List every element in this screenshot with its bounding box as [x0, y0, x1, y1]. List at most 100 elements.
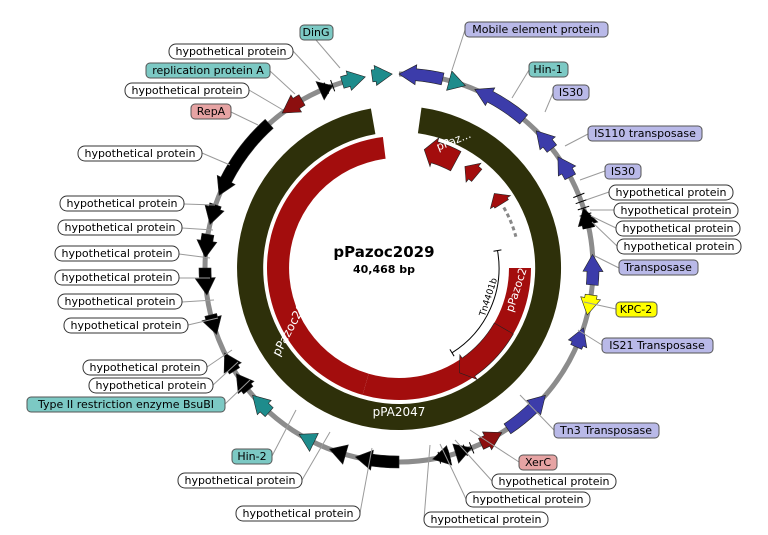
svg-text:XerC: XerC [525, 456, 551, 469]
inner-ring-dashed [502, 206, 518, 238]
feature-tick [236, 149, 248, 158]
gene-arrow [298, 433, 319, 453]
svg-text:hypothetical protein: hypothetical protein [623, 240, 734, 253]
svg-text:hypothetical protein: hypothetical protein [131, 84, 242, 97]
gene-label-hypothetical-protein: hypothetical protein [423, 511, 549, 528]
gene-arrow [370, 64, 393, 86]
leader-line [292, 50, 321, 81]
gene-label-hypothetical-protein: hypothetical protein [608, 184, 734, 201]
gene-label-type-ii-restriction-enzyme: Type II restriction enzyme BsuBI [26, 396, 226, 413]
svg-text:Hin-2: Hin-2 [237, 450, 266, 463]
gene-arrow [196, 232, 218, 259]
leader-line [469, 429, 520, 463]
leader-line [224, 379, 251, 405]
svg-text:replication protein A: replication protein A [152, 64, 264, 77]
svg-text:KPC-2: KPC-2 [620, 303, 653, 316]
leader-line [271, 409, 297, 457]
feature-tick [462, 444, 468, 457]
svg-text:Type II restriction enzyme Bsu: Type II restriction enzyme BsuBI [37, 398, 214, 411]
gene-label-hypothetical-protein: hypothetical protein [63, 317, 189, 334]
leader-line [315, 39, 341, 69]
gene-arrow [204, 202, 225, 225]
gene-label-hypothetical-protein: hypothetical protein [82, 359, 208, 376]
leader-line [206, 349, 233, 368]
svg-text:hypothetical protein: hypothetical protein [615, 186, 726, 199]
transposon-bracket-end [493, 249, 502, 252]
outer-ring-label: pPA2047 [373, 405, 426, 419]
feature-tick [323, 82, 330, 94]
gene-label-hypothetical-protein: hypothetical protein [465, 491, 591, 508]
svg-text:hypothetical protein: hypothetical protein [498, 475, 609, 488]
gene-label-hypothetical-protein: hypothetical protein [57, 219, 183, 236]
svg-text:hypothetical protein: hypothetical protein [430, 513, 541, 526]
transposon-label: Tn4401b [478, 277, 500, 319]
leader-line [187, 317, 219, 326]
gene-arrow [577, 207, 599, 230]
inner-ring-arrow [459, 322, 514, 381]
gene-label-hypothetical-protein: hypothetical protein [57, 293, 183, 310]
leader-line [269, 70, 296, 95]
leader-line [577, 329, 603, 346]
feature-ticks [225, 79, 595, 464]
plasmid-title: pPazoc2029 [333, 243, 434, 261]
gene-arrow [201, 313, 222, 335]
svg-text:hypothetical protein: hypothetical protein [620, 204, 731, 217]
gene-arrow [474, 87, 529, 125]
gene-label-hypothetical-protein: hypothetical protein [124, 82, 250, 99]
feature-tick [225, 167, 237, 175]
svg-text:Tn3 Transposase: Tn3 Transposase [559, 424, 652, 437]
leader-line [181, 299, 215, 303]
gene-label-is30: IS30 [604, 163, 642, 180]
feature-tick [581, 219, 594, 223]
gene-arrow [503, 394, 546, 435]
transposon-bracket-end [449, 349, 455, 357]
svg-text:RepA: RepA [197, 105, 226, 118]
svg-text:hypothetical protein: hypothetical protein [89, 361, 200, 374]
gene-arrow [446, 70, 466, 91]
gene-label-hin-2: Hin-2 [231, 448, 273, 465]
leader-line [544, 92, 554, 113]
leader-line [583, 301, 617, 310]
leader-line [359, 447, 373, 514]
leader-line [591, 221, 618, 247]
gene-label-hypothetical-protein: hypothetical protein [54, 269, 180, 286]
svg-text:hypothetical protein: hypothetical protein [242, 507, 353, 520]
gene-features [194, 64, 604, 471]
feature-tick [437, 451, 442, 464]
gene-label-hypothetical-protein: hypothetical protein [235, 505, 361, 522]
svg-text:Transposase: Transposase [623, 261, 692, 274]
transposon-bracket [451, 250, 500, 354]
svg-text:Mobile element protein: Mobile element protein [472, 23, 600, 36]
leader-line [511, 69, 530, 99]
svg-text:IS30: IS30 [559, 86, 583, 99]
svg-text:hypothetical protein: hypothetical protein [61, 247, 172, 260]
gene-label-hypothetical-protein: hypothetical protein [615, 220, 741, 237]
svg-text:hypothetical protein: hypothetical protein [70, 319, 181, 332]
gene-label-hypothetical-protein: hypothetical protein [59, 195, 185, 212]
svg-text:hypothetical protein: hypothetical protein [64, 295, 175, 308]
inner-ring-arrow-tiny [464, 162, 483, 183]
feature-tick [456, 446, 462, 459]
gene-arrow [580, 293, 602, 316]
svg-text:hypothetical protein: hypothetical protein [622, 222, 733, 235]
leader-line [201, 152, 231, 166]
feature-tick [579, 212, 592, 217]
gene-arrow [567, 327, 588, 350]
gene-label-transposase: Transposase [618, 259, 699, 276]
leader-line [439, 443, 467, 500]
gene-label-kpc-2: KPC-2 [615, 301, 658, 318]
leader-line [301, 431, 331, 481]
leader-line [248, 89, 284, 111]
svg-text:hypothetical protein: hypothetical protein [66, 197, 177, 210]
gene-label-hypothetical-protein: hypothetical protein [54, 245, 180, 262]
feature-tick [468, 442, 475, 454]
leader-line [590, 215, 617, 229]
gene-label-xerc: XerC [518, 454, 558, 471]
gene-label-hypothetical-protein: hypothetical protein [177, 472, 303, 489]
gene-label-mobile-element-protein: Mobile element protein [464, 21, 609, 38]
leader-line [451, 29, 466, 71]
svg-text:IS110 transposase: IS110 transposase [594, 127, 696, 140]
plasmid-length: 40,468 bp [353, 263, 415, 276]
gene-arrow [216, 118, 274, 196]
svg-text:hypothetical protein: hypothetical protein [64, 221, 175, 234]
